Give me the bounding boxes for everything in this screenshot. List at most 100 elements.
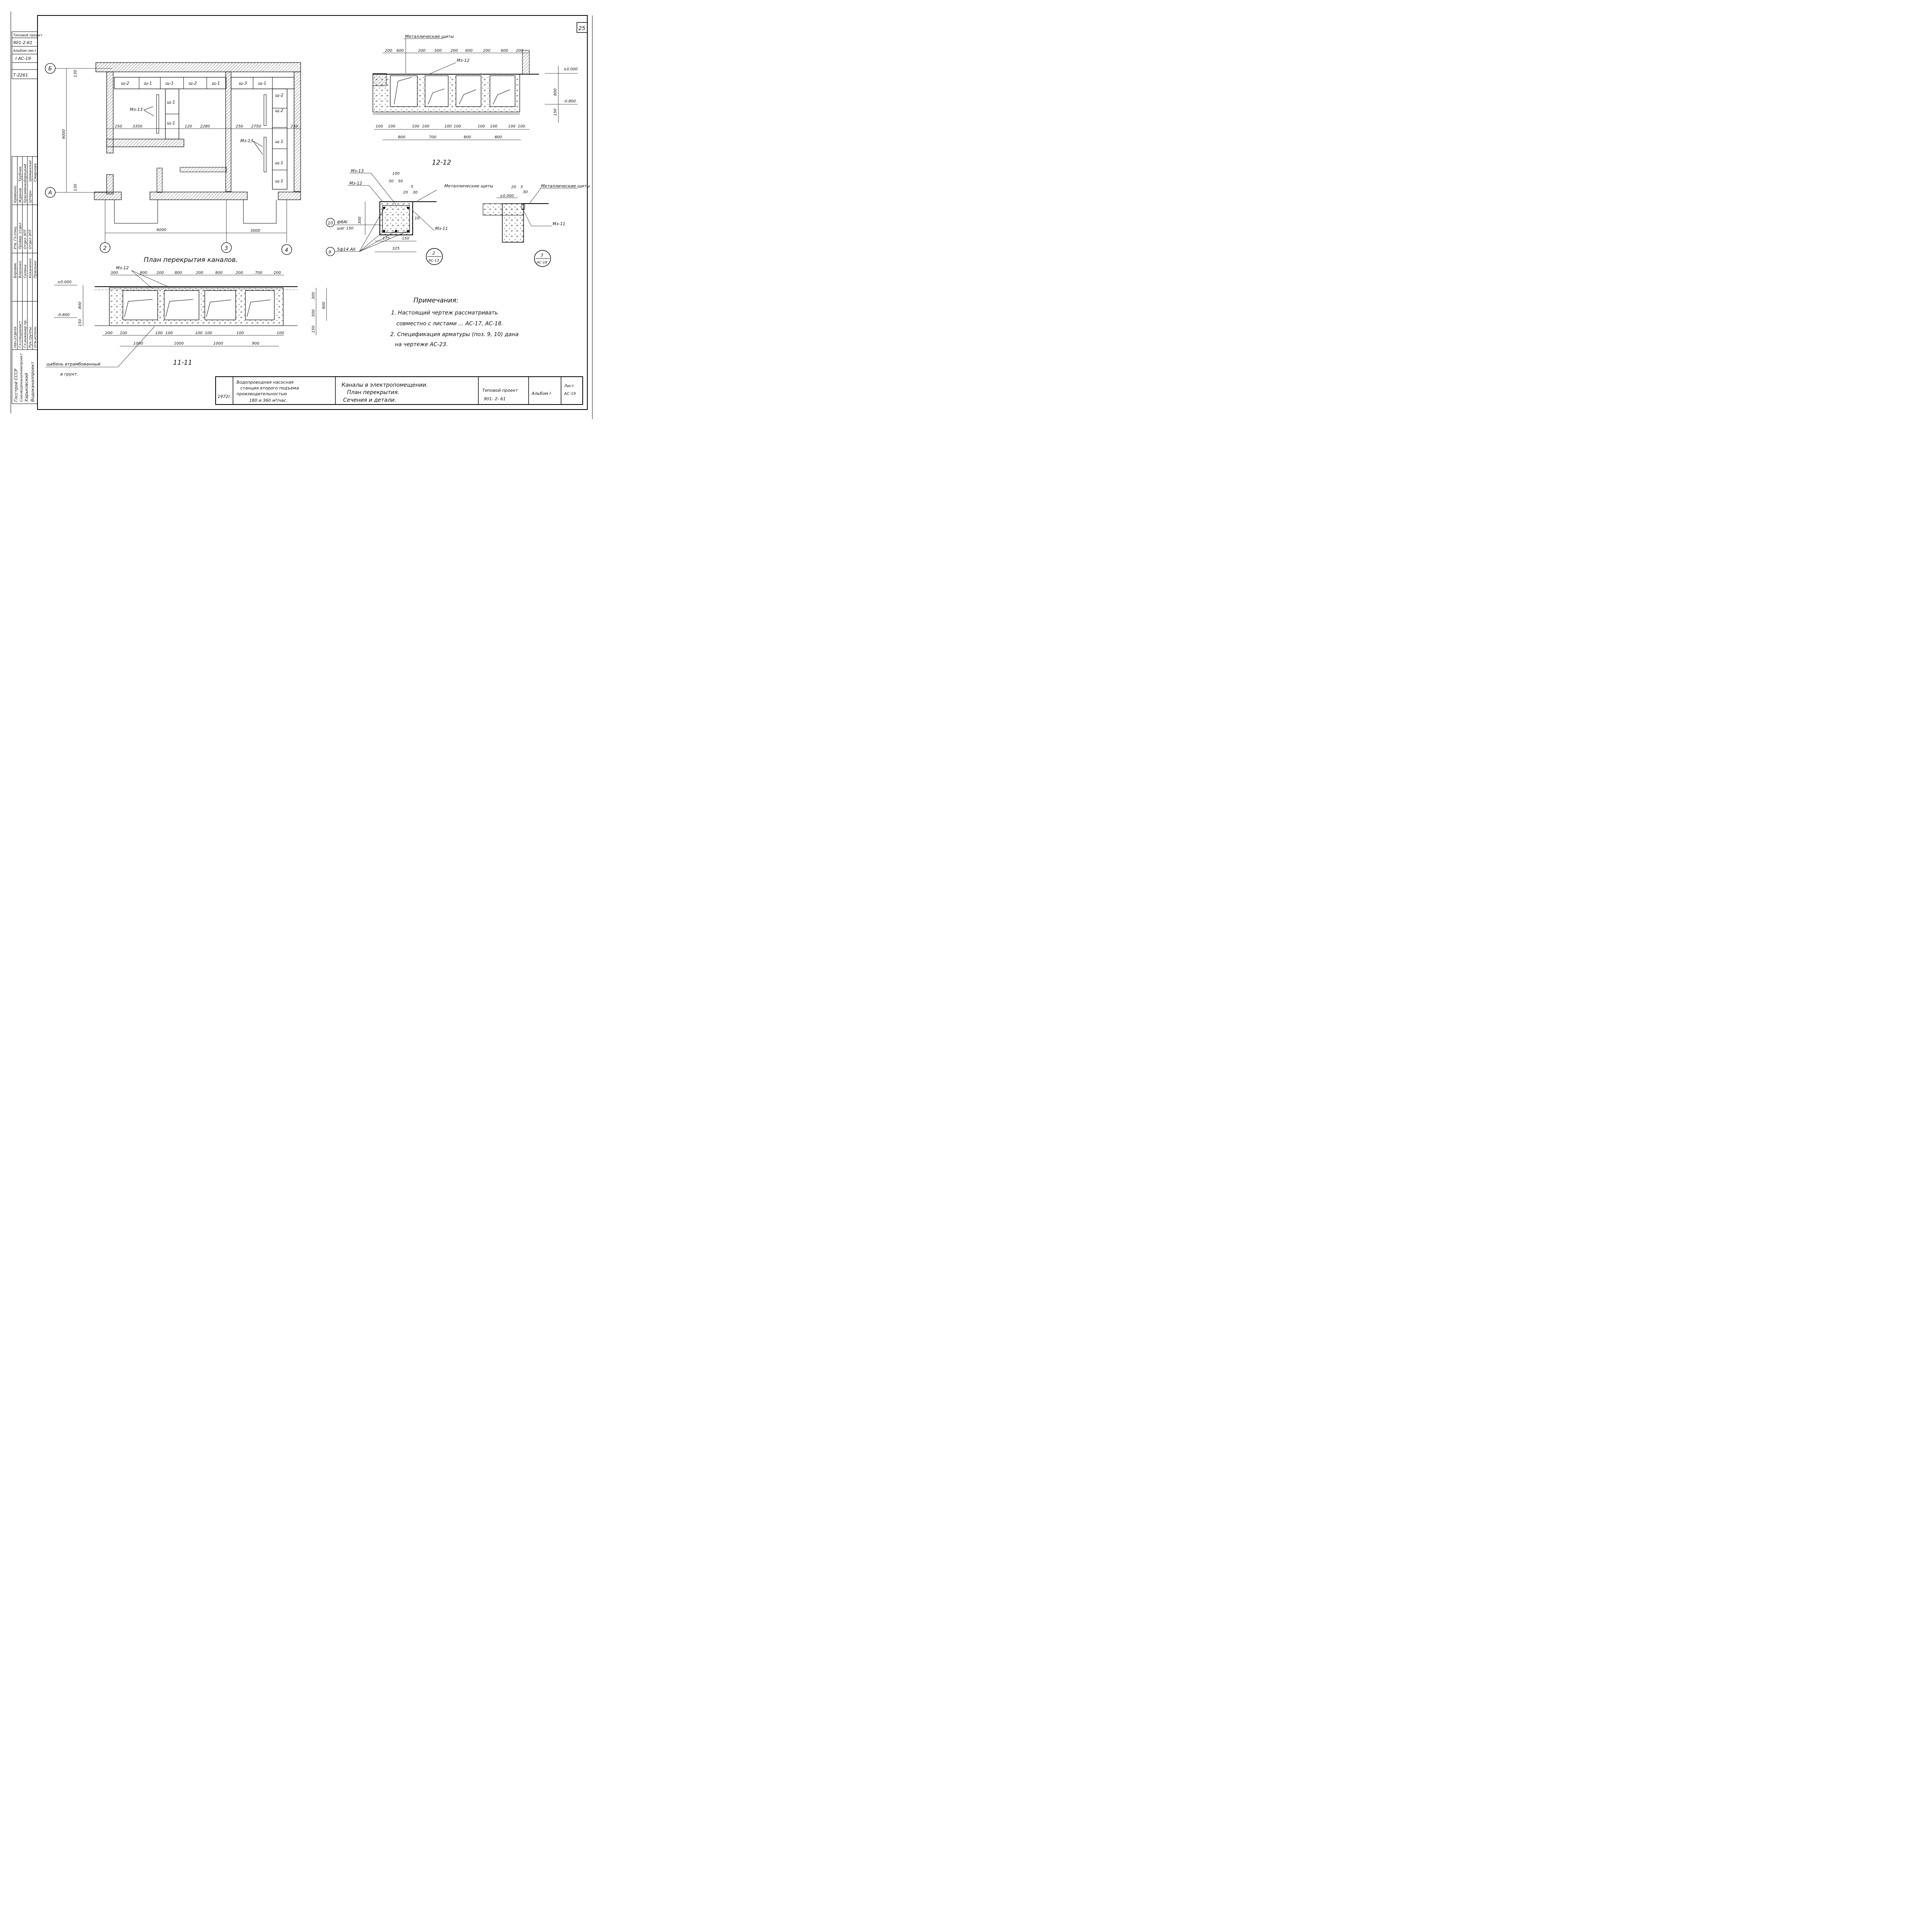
role-5: Отв.исполн. bbox=[34, 326, 37, 348]
s12-dim-bot-3: 100 bbox=[412, 124, 419, 129]
plan-dim-130-bot: 130 bbox=[73, 184, 78, 191]
note-2b: на чертеже АС-23. bbox=[395, 342, 448, 348]
s11-dim-bot-6: 100 bbox=[205, 331, 212, 335]
d2-dim-150: 150 bbox=[402, 236, 409, 241]
s11-dim-bot-1: 200 bbox=[105, 331, 112, 335]
d2-dim-175: 175 bbox=[383, 236, 390, 241]
tb-object-1: Водопроводная насосная bbox=[236, 380, 294, 385]
panel-right-2: щ-2 bbox=[275, 108, 283, 113]
role-1: Нач.отдела bbox=[14, 327, 17, 348]
left-stamp-top: Типовой проект 901-2-61 Альбом-лист I AC… bbox=[12, 31, 43, 79]
s11-dim-bot-2: 100 bbox=[120, 331, 127, 335]
notes-block: Примечания: 1. Настоящий чертеж рассматр… bbox=[390, 297, 519, 348]
s11-dim-top-8: 700 bbox=[255, 271, 262, 275]
d2-pos10-text: ф6АI bbox=[337, 219, 347, 224]
role-4: Рук.группы bbox=[29, 327, 32, 348]
panel-top-6: щ-3 bbox=[239, 81, 247, 86]
s11-total-1: 1000 bbox=[133, 342, 143, 346]
notes-title: Примечания: bbox=[413, 297, 459, 304]
s12-mark-mz12: Мз-12 bbox=[457, 58, 469, 63]
checker-name2-3: Шиманская bbox=[29, 160, 32, 182]
s11-mark-mz12: Мз-12 bbox=[116, 265, 129, 270]
plan-dim-row-1: 250 bbox=[115, 124, 122, 129]
plan-dim-row-7: 250 bbox=[291, 124, 298, 129]
tb-object-3: производительностью bbox=[236, 391, 287, 396]
section-11-11: Мз-12 300 800 200 800 200 800 200 700 20… bbox=[46, 265, 327, 377]
plan-dim-row-6: 2750 bbox=[251, 124, 261, 129]
plan-dim-row-2: 3350 bbox=[133, 124, 142, 129]
s11-total-3: 1000 bbox=[213, 342, 223, 346]
s12-dim-top-7: 200 bbox=[483, 49, 490, 53]
plan-dim-row-3: 120 bbox=[185, 124, 192, 129]
plan-dim-130-top: 130 bbox=[73, 70, 78, 77]
d2-pos9-text: 5ф14 АII bbox=[337, 247, 355, 252]
plan-drawing: Б А 9000 130 130 щ-2 bbox=[45, 62, 301, 264]
d3-dim-30: 30 bbox=[523, 190, 528, 194]
tb-drawing-3: Сечения и детали. bbox=[343, 397, 396, 403]
checker-name-2: Жданов bbox=[19, 188, 22, 203]
s12-total-4: 800 bbox=[495, 135, 502, 139]
d2-pos9-num: 9 bbox=[328, 250, 331, 255]
plan-dim-row-5: 250 bbox=[236, 124, 243, 129]
checker-name2-2: Зарецкий bbox=[24, 164, 27, 182]
mark-mz13-b: Мз-13 bbox=[240, 138, 253, 143]
s11-gravel-note-1: щебень втрамбованный bbox=[46, 362, 100, 367]
s12-level-0: ±0.000 bbox=[563, 67, 578, 71]
axis-3: 3 bbox=[224, 245, 228, 252]
s12-dim-bot-1: 100 bbox=[376, 124, 383, 129]
note-1a: 1. Настоящий чертеж рассматривать bbox=[391, 310, 498, 316]
stamp-line-1: Типовой проект bbox=[13, 34, 43, 37]
stamp-line-3: Альбом-лист bbox=[13, 49, 37, 53]
s11-dim-top-6: 800 bbox=[215, 271, 223, 275]
panel-right-4: щ-1 bbox=[275, 160, 283, 165]
d3-mark-mz11: Мз-11 bbox=[553, 221, 565, 226]
d2-dim-325: 325 bbox=[392, 246, 400, 251]
s11-dim-top-9: 200 bbox=[274, 271, 281, 275]
axis-4: 4 bbox=[285, 247, 288, 253]
d3-callout-sheet: АС-18 bbox=[536, 261, 547, 265]
panel-top-3: щ-1 bbox=[165, 81, 173, 86]
name-1: Боровик bbox=[14, 263, 17, 278]
left-stamp-signers: Нач.отдела Гл.специалист Гл.инженер пр. … bbox=[12, 156, 38, 404]
plan-dim-3000: 3000 bbox=[250, 229, 260, 233]
tb-object-4: 180 и 360 м³/час. bbox=[249, 398, 287, 403]
d2-mark-mz12: Мз-12 bbox=[349, 181, 362, 186]
d2-dim-30: 30 bbox=[413, 190, 418, 195]
drawing-canvas: 25 Типовой проект 901-2-61 Альбом-лист I… bbox=[10, 12, 593, 419]
axis-2: 2 bbox=[103, 245, 107, 252]
s12-dim-top-9: 200 bbox=[516, 49, 523, 53]
checker-name-1: Кривонос bbox=[14, 185, 17, 203]
s12-dim-top-1: 200 bbox=[385, 49, 392, 53]
s11-dim-right-800: 800 bbox=[322, 302, 326, 309]
checker-2: Провер. отдел bbox=[19, 223, 22, 249]
s12-dim-bot-8: 100 bbox=[490, 124, 497, 129]
tb-sheet-label: Лист bbox=[564, 384, 575, 388]
d2-mark-mz13: Мз-13 bbox=[351, 168, 364, 173]
tb-project-label: Типовой проект bbox=[482, 388, 518, 393]
d2-dim-10: 10 bbox=[415, 216, 420, 221]
panel-top-1: щ-2 bbox=[121, 81, 129, 86]
detail-2: Мз-13 Мз-12 Металлические щиты 100 50 50… bbox=[326, 168, 493, 265]
s12-dim-side-800: 800 bbox=[553, 88, 558, 96]
panel-mid-1: щ-1 bbox=[167, 100, 175, 105]
d2-mark-mz11: Мз-11 bbox=[435, 226, 448, 231]
d2-dim-50b: 50 bbox=[398, 179, 403, 184]
section-12-12: Металлические щиты 200 600 200 500 200 6… bbox=[372, 34, 578, 167]
s11-dim-top-3: 200 bbox=[156, 271, 164, 275]
plan-dim-6000: 6000 bbox=[156, 228, 166, 232]
d2-callout-sheet: АС-13 bbox=[428, 259, 439, 263]
panel-right-1: щ-2 bbox=[275, 93, 283, 98]
checker-3: Отдел ЭПТ bbox=[24, 229, 27, 249]
checker-name-3: Ерасименко bbox=[24, 181, 27, 203]
tb-drawing-2: План перекрытия. bbox=[347, 389, 399, 396]
s11-total-4: 900 bbox=[252, 342, 259, 346]
s11-dim-right-500: 500 bbox=[311, 309, 316, 317]
name-2: Власенко bbox=[19, 261, 22, 278]
s12-dim-bot-4: 100 bbox=[422, 124, 429, 129]
checker-name2-4: Смирнова bbox=[34, 163, 37, 182]
s12-dim-bot-9: 100 bbox=[508, 124, 515, 129]
org-line-2: Союзводоканалниипроект bbox=[20, 353, 24, 402]
checker-1: Утв. Гл.спец. bbox=[14, 226, 17, 249]
plan-title: План перекрытия каналов. bbox=[144, 256, 238, 264]
d3-level: ±0.000 bbox=[500, 194, 514, 198]
